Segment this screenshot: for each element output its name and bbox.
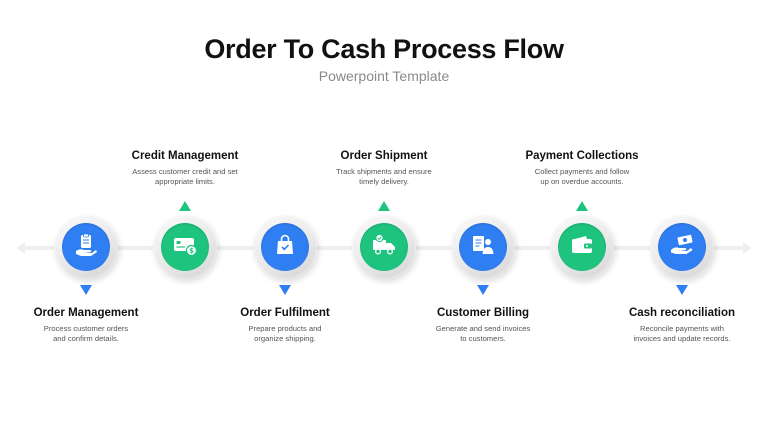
step-ring: [352, 215, 416, 279]
step-ring: $: [153, 215, 217, 279]
step-order-management: Order Management Process customer orders…: [16, 0, 156, 432]
step-customer-billing: Customer Billing Generate and send invoi…: [413, 0, 553, 432]
cash-hand-icon: [669, 232, 695, 263]
svg-text:$: $: [189, 247, 194, 255]
step-credit-management: Credit Management Assess customer credit…: [115, 0, 255, 432]
step-pointer: [378, 201, 390, 211]
invoice-person-icon: [470, 232, 496, 263]
timeline-arrow-left: [17, 242, 25, 254]
step-order-shipment: Order Shipment Track shipments and ensur…: [314, 0, 454, 432]
page-subtitle: Powerpoint Template: [318, 68, 450, 84]
step-circle: [558, 223, 606, 271]
step-label: Order Management Process customer orders…: [16, 307, 156, 344]
step-pointer: [179, 201, 191, 211]
step-pointer: [279, 285, 291, 295]
step-title: Cash reconciliation: [628, 307, 736, 319]
step-circle: [261, 223, 309, 271]
step-label: Cash reconciliation Reconcile payments w…: [612, 307, 752, 344]
step-title: Payment Collections: [525, 150, 639, 162]
timeline-arrow-right: [743, 242, 751, 254]
step-ring: [451, 215, 515, 279]
wallet-icon: [569, 232, 595, 263]
step-circle: [360, 223, 408, 271]
step-ring: [650, 215, 714, 279]
step-pointer: [80, 285, 92, 295]
step-pointer: [676, 285, 688, 295]
page-title: Order To Cash Process Flow: [204, 34, 564, 64]
step-ring: [253, 215, 317, 279]
step-pointer: [477, 285, 489, 295]
step-cash-reconciliation: Cash reconciliation Reconcile payments w…: [612, 0, 752, 432]
step-label: Payment Collections Collect payments and…: [512, 150, 652, 187]
step-title: Order Management: [33, 307, 139, 319]
step-title: Customer Billing: [436, 307, 529, 319]
step-circle: [62, 223, 110, 271]
step-ring: [550, 215, 614, 279]
clipboard-hand-icon: [73, 232, 99, 263]
credit-card-icon: $: [172, 232, 198, 263]
step-ring: [54, 215, 118, 279]
step-pointer: [576, 201, 588, 211]
step-title: Credit Management: [131, 150, 239, 162]
step-circle: [658, 223, 706, 271]
step-label: Credit Management Assess customer credit…: [115, 150, 255, 187]
step-circle: [459, 223, 507, 271]
step-circle: $: [161, 223, 209, 271]
step-label: Customer Billing Generate and send invoi…: [413, 307, 553, 344]
step-title: Order Fulfilment: [240, 307, 330, 319]
delivery-truck-icon: [371, 232, 397, 263]
step-label: Order Shipment Track shipments and ensur…: [314, 150, 454, 187]
step-title: Order Shipment: [340, 150, 428, 162]
step-payment-collections: Payment Collections Collect payments and…: [512, 0, 652, 432]
shopping-bag-icon: [272, 232, 298, 263]
